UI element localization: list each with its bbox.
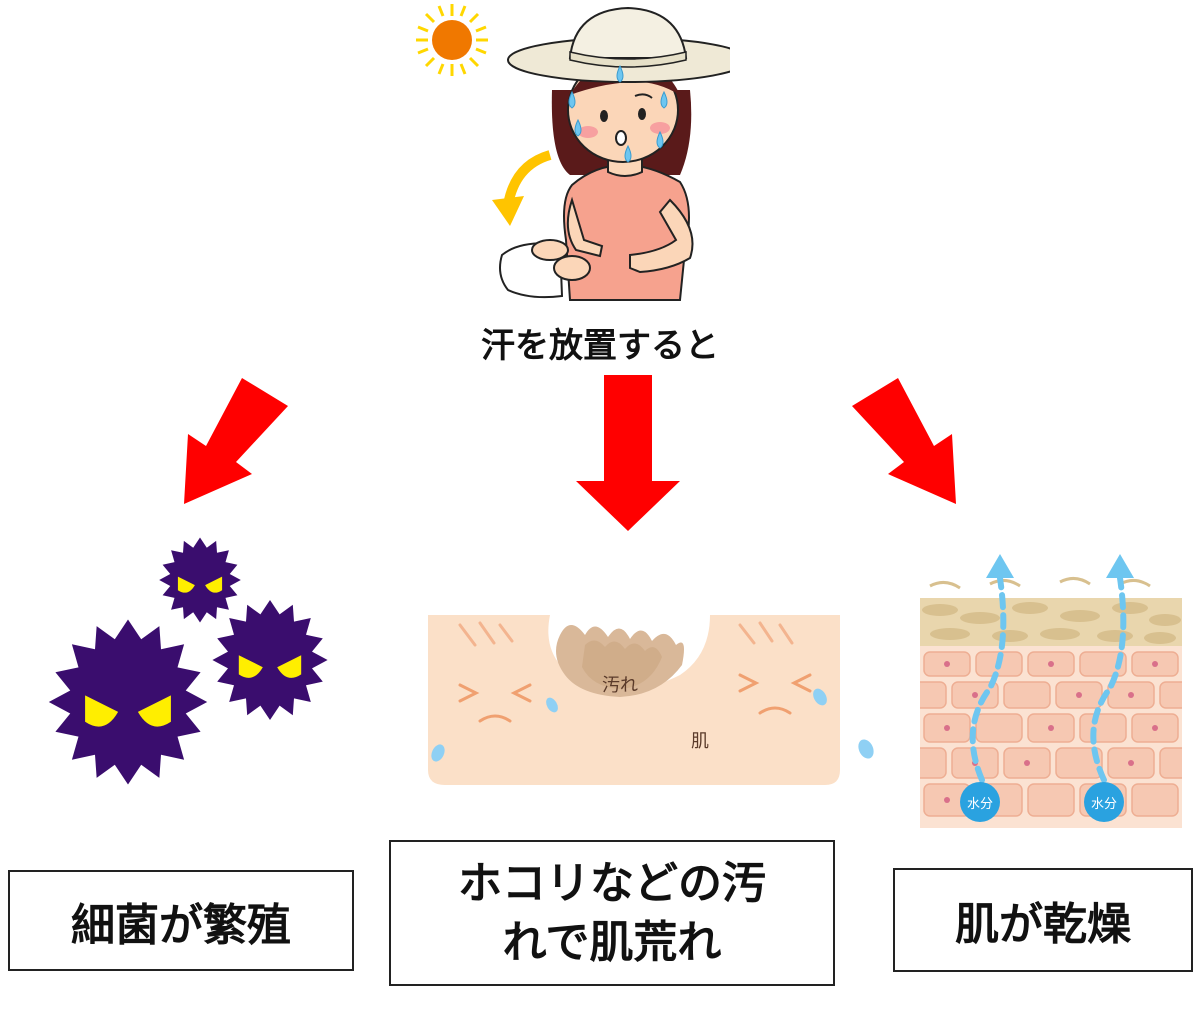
sun-icon <box>416 4 488 76</box>
outcome-dryness-box: 肌が乾燥 <box>893 868 1193 972</box>
arrow-right-down-icon <box>852 378 956 504</box>
caption-text: 汗を放置すると <box>481 326 719 366</box>
outcome-dirt-box: ホコリなどの汚 れで肌荒れ <box>389 840 835 986</box>
dirt-label: 汚れ <box>602 675 638 696</box>
outcome-dirt-line1: ホコリなどの汚 <box>458 857 766 909</box>
sweating-woman-illustration <box>492 6 730 301</box>
germ-medium <box>212 600 328 720</box>
arrow-down-icon <box>576 375 680 531</box>
outcome-dryness-text: 肌が乾燥 <box>955 899 1131 950</box>
skin-dirt-illustration: 汚れ 肌 <box>428 615 874 785</box>
arrow-left-down-icon <box>184 378 288 504</box>
moisture-label-left: 水分 <box>967 797 993 812</box>
skin-label: 肌 <box>691 731 709 752</box>
dry-skin-illustration: 水分 水分 <box>920 554 1182 828</box>
outcome-bacteria-box: 細菌が繁殖 <box>8 870 354 971</box>
outcome-bacteria-text: 細菌が繁殖 <box>71 899 291 951</box>
germ-small <box>159 537 241 623</box>
moisture-label-right: 水分 <box>1091 797 1117 812</box>
germ-large <box>48 619 208 785</box>
bacteria-illustration <box>48 537 328 785</box>
outcome-dirt-line2: れで肌荒れ <box>502 917 722 968</box>
